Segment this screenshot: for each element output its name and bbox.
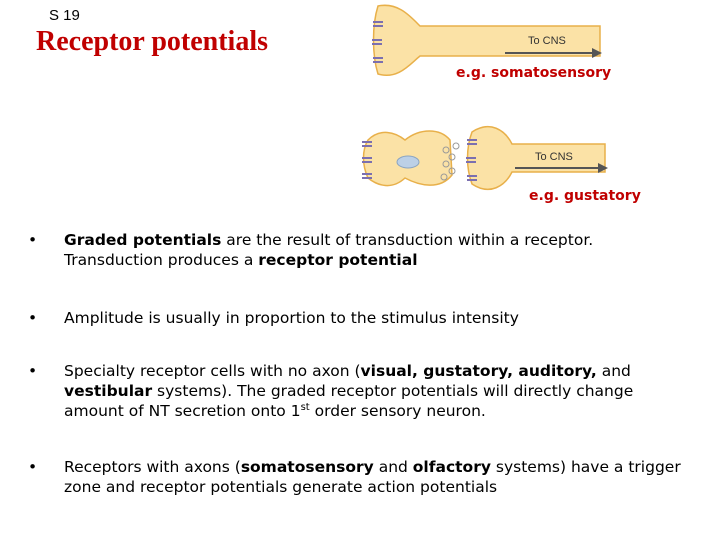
bullet-dot: • (28, 362, 38, 380)
channel-icons (372, 21, 383, 63)
bullet-item-receptors-with-axons: • Receptors with axons (somatosensory an… (28, 458, 681, 496)
caption-gustatory: e.g. gustatory (529, 188, 641, 204)
bullet-item-graded-potentials: • Graded potentials are the result of tr… (28, 231, 594, 269)
gustatory-neuron: To CNS (466, 126, 608, 190)
bullet-dot: • (28, 458, 38, 476)
vesicles (440, 142, 460, 181)
bullet-dot: • (28, 309, 38, 327)
slide-number: S 19 (49, 7, 80, 24)
caption-somatosensory: e.g. somatosensory (456, 65, 612, 81)
gustatory-receptor-cell (362, 130, 460, 187)
bullet-item-amplitude: • Amplitude is usually in proportion to … (28, 309, 519, 327)
arrow-label-bottom: To CNS (535, 151, 573, 163)
bullet-item-specialty-receptors: • Specialty receptor cells with no axon … (28, 362, 634, 420)
somatosensory-neuron: To CNS (372, 4, 602, 77)
nucleus (396, 155, 420, 169)
bullet-dot: • (28, 231, 38, 249)
receptor-figure: To CNS To CNS (362, 4, 608, 190)
somatosensory-ending (372, 4, 601, 77)
slide-title: Receptor potentials (36, 26, 268, 57)
arrow-label-top: To CNS (528, 35, 566, 47)
